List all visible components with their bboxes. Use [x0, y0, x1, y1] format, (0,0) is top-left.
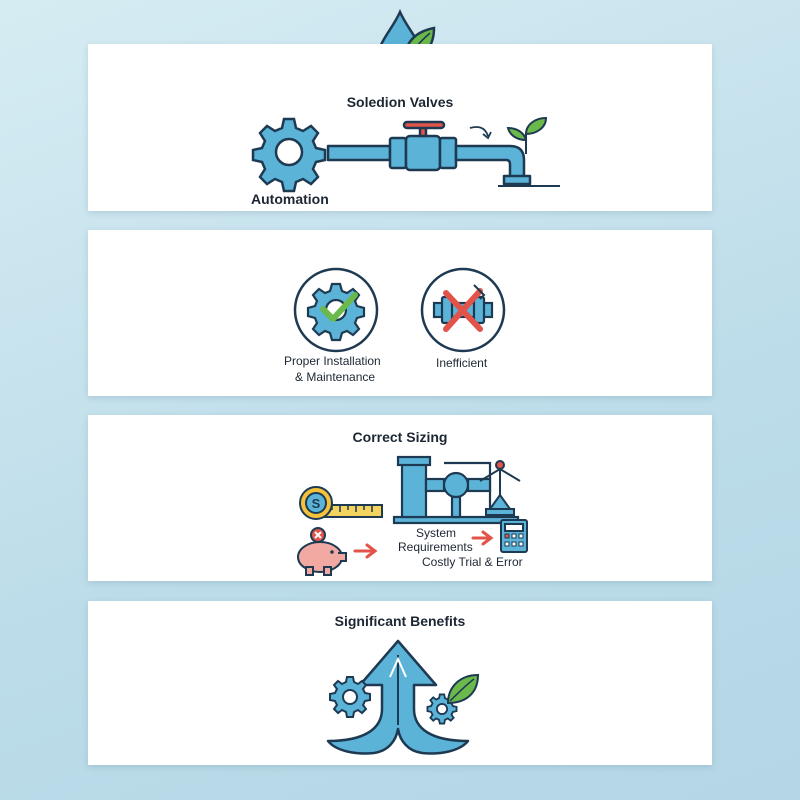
broken-pipe-x-icon	[420, 267, 506, 353]
installation-label-line2: & Maintenance	[295, 370, 376, 384]
balance-scale-icon	[479, 460, 521, 516]
red-arrow-icon	[471, 530, 494, 546]
pump-system-icon	[392, 455, 520, 525]
panel-title: Correct Sizing	[352, 429, 448, 445]
red-arrow-icon	[353, 543, 378, 559]
growth-arrow-icon	[326, 639, 470, 755]
panel-soledion-valves: Soledion Valves Automation	[88, 44, 712, 211]
panel-title: Soledion Valves	[346, 94, 454, 110]
trial-label: Costly Trial & Error	[422, 555, 523, 569]
gear-icon	[251, 117, 327, 193]
inefficient-label: Inefficient	[436, 356, 488, 370]
calculator-icon	[500, 519, 528, 553]
coin-tape-icon: S	[299, 486, 383, 520]
system-label-line2: Requirements	[398, 540, 473, 554]
installation-label-line1: Proper Installation	[284, 354, 381, 368]
valve-pipe-icon	[326, 120, 560, 187]
leaf-icon	[446, 673, 480, 705]
system-label-line1: System	[416, 526, 457, 540]
piggy-bank-icon	[297, 527, 347, 576]
automation-label: Automation	[251, 191, 329, 207]
sprout-icon	[506, 116, 548, 154]
gear-icon	[329, 676, 371, 718]
gear-check-icon	[293, 267, 379, 353]
panel-installation: Proper Installation & Maintenance Ineffi…	[88, 230, 712, 396]
panel-correct-sizing: Correct Sizing S	[88, 415, 712, 581]
panel-significant-benefits: Significant Benefits	[88, 601, 712, 765]
svg-text:S: S	[312, 496, 321, 511]
panel-title: Significant Benefits	[334, 613, 466, 629]
